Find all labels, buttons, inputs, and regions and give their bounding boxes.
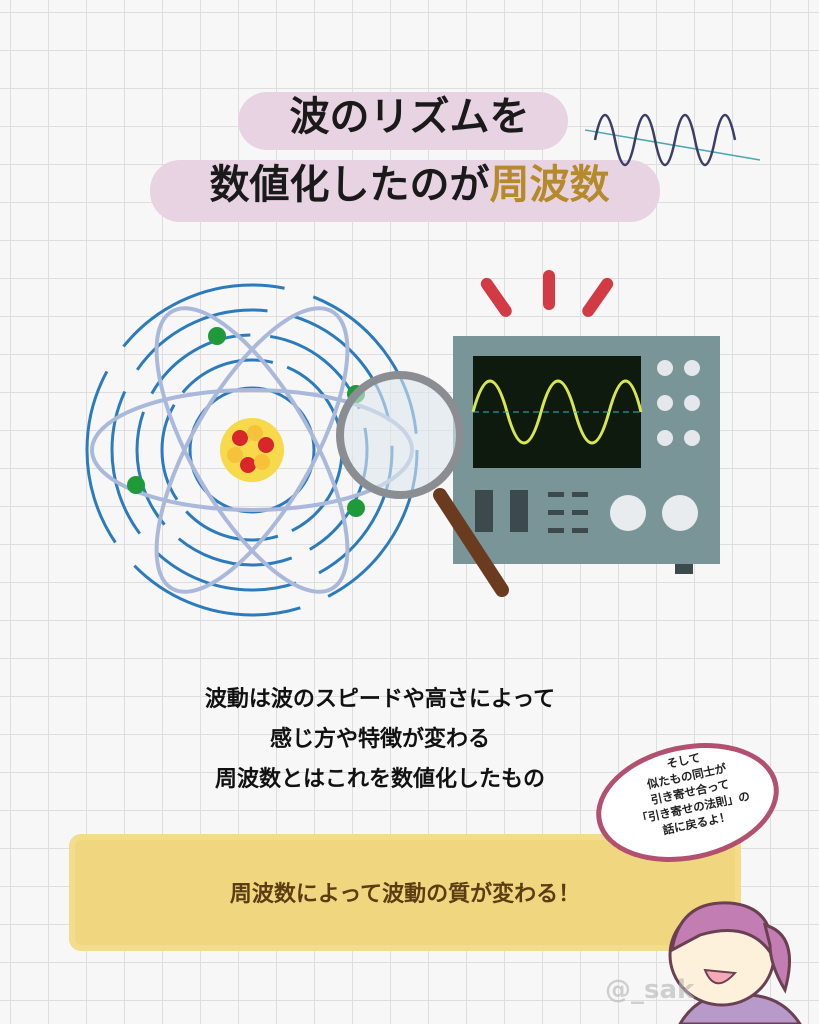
title-line-2: 数値化したのが周波数 <box>0 152 819 210</box>
title-line-1: 波のリズムを <box>289 94 530 140</box>
wave-icon <box>585 114 761 166</box>
watermark: @_sak <box>605 975 695 1005</box>
title-bg-1 <box>238 92 568 150</box>
title-highlight: 周波数 <box>489 162 610 208</box>
character-illustration <box>668 901 802 1024</box>
body-text: 波動は波のスピードや高さによって 感じ方や特徴が変わる 周波数とはこれを数値化し… <box>0 680 760 800</box>
title-bg-2 <box>150 160 660 222</box>
title-line-2-text: 数値化したのが <box>209 162 490 208</box>
callout-box <box>75 840 735 945</box>
oscilloscope-illustration <box>336 270 720 597</box>
body-line: 波動は波のスピードや高さによって <box>204 687 556 712</box>
body-line: 周波数とはこれを数値化したもの <box>214 767 545 792</box>
callout-text: 周波数によって波動の質が変わる！ <box>229 882 581 907</box>
body-line: 感じ方や特徴が変わる <box>269 727 490 752</box>
